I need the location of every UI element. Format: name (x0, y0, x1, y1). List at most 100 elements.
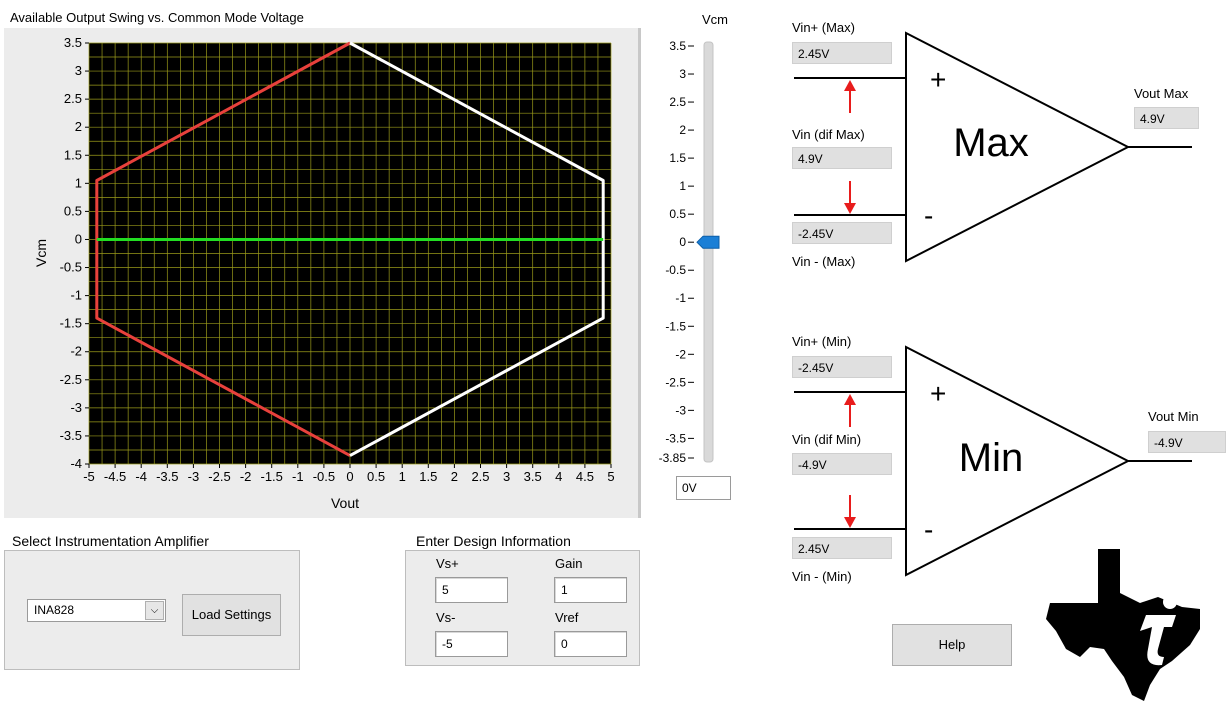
vs-minus-input[interactable]: -5 (435, 631, 508, 657)
vcm-display: 0V (676, 476, 731, 500)
slider-tick-label: 0 (679, 235, 686, 249)
y-tick-label: -3.5 (60, 428, 82, 443)
max-vin-minus-value: -2.45V (792, 222, 892, 244)
x-tick-label: 4.5 (576, 469, 594, 484)
max-down-arrow-icon (844, 181, 856, 214)
y-tick-label: 2 (75, 119, 82, 134)
amp-select-value: INA828 (34, 603, 75, 617)
vout-min-value: -4.9V (1148, 431, 1226, 453)
max-minus-sign: - (924, 200, 933, 231)
x-tick-label: 2 (451, 469, 458, 484)
y-tick-label: -3 (70, 400, 82, 415)
min-vin-dif-label: Vin (dif Min) (792, 432, 862, 447)
max-vin-plus-label: Vin+ (Max) (792, 20, 855, 35)
x-tick-label: -2 (240, 469, 252, 484)
slider-tick-label: -1 (675, 291, 686, 305)
help-button[interactable]: Help (892, 624, 1012, 666)
slider-tick-label: -2.5 (665, 375, 686, 389)
slider-tick-label: 2 (679, 123, 686, 137)
x-tick-label: -1 (292, 469, 304, 484)
min-vin-plus-label: Vin+ (Min) (792, 334, 852, 349)
series-line-0 (95, 41, 351, 457)
max-vin-dif-label: Vin (dif Max) (792, 127, 865, 142)
x-tick-label: -4 (135, 469, 147, 484)
y-tick-label: -0.5 (60, 260, 82, 275)
slider-scale: 3.532.521.510.50-0.5-1-1.5-2-2.5-3-3.5-3… (659, 39, 694, 465)
vref-input[interactable]: 0 (554, 631, 627, 657)
x-tick-label: -0.5 (313, 469, 335, 484)
chevron-down-icon[interactable]: ⌵ (145, 601, 164, 620)
slider-track[interactable] (703, 41, 714, 463)
amp-select[interactable]: INA828 ⌵ (27, 599, 166, 622)
min-amp-name: Min (959, 436, 1023, 480)
ti-logo-icon (1046, 549, 1200, 701)
y-tick-label: 3.5 (64, 35, 82, 50)
y-tick-label: 3 (75, 63, 82, 78)
min-vin-minus-label: Vin - (Min) (792, 569, 852, 584)
y-tick-label: 1 (75, 175, 82, 190)
slider-tick-label: -3 (675, 403, 686, 417)
vout-min-label: Vout Min (1148, 409, 1199, 424)
x-tick-label: -3.5 (156, 469, 178, 484)
min-vin-plus-value: -2.45V (792, 356, 892, 378)
slider-tick-label: 3 (679, 67, 686, 81)
plot-grid (88, 42, 612, 465)
slider-tick-label: -0.5 (665, 263, 686, 277)
slider-thumb-shape (696, 235, 720, 249)
y-tick-label: 1.5 (64, 147, 82, 162)
max-vin-plus-value: 2.45V (792, 42, 892, 64)
slider-title: Vcm (702, 12, 728, 27)
x-axis-label: Vout (331, 495, 359, 511)
x-tick-label: 5 (607, 469, 614, 484)
vs-plus-label: Vs+ (436, 556, 459, 571)
x-tick-label: 1 (399, 469, 406, 484)
x-tick-label: -4.5 (104, 469, 126, 484)
slider-tick-label: -3.85 (659, 451, 687, 465)
x-tick-label: -5 (83, 469, 95, 484)
slider-tick-label: -2 (675, 347, 686, 361)
load-settings-button[interactable]: Load Settings (182, 594, 281, 636)
min-vin-dif-value: -4.9V (792, 453, 892, 475)
slider-tick-label: 0.5 (669, 207, 686, 221)
min-minus-sign: - (924, 514, 933, 545)
slider-tick-label: -3.5 (665, 431, 686, 445)
vcm-slider[interactable]: 3.532.521.510.50-0.5-1-1.5-2-2.5-3-3.5-3… (640, 30, 750, 480)
min-plus-sign: + (930, 378, 946, 409)
max-plus-sign: + (930, 64, 946, 95)
vs-minus-label: Vs- (436, 610, 456, 625)
slider-tick-label: -1.5 (665, 319, 686, 333)
y-tick-label: -4 (70, 456, 82, 471)
vref-label: Vref (555, 610, 579, 625)
max-vin-minus-label: Vin - (Max) (792, 254, 856, 269)
x-tick-label: 3.5 (524, 469, 542, 484)
vout-max-label: Vout Max (1134, 86, 1189, 101)
x-tick-label: 0 (346, 469, 353, 484)
min-vin-minus-value: 2.45V (792, 537, 892, 559)
select-amp-title: Select Instrumentation Amplifier (12, 533, 209, 549)
x-tick-label: -2.5 (208, 469, 230, 484)
y-tick-label: 0.5 (64, 203, 82, 218)
slider-thumb[interactable] (696, 235, 720, 249)
vs-plus-input[interactable]: 5 (435, 577, 508, 603)
gain-label: Gain (555, 556, 583, 571)
y-tick-label: -1.5 (60, 316, 82, 331)
y-axis-label: Vcm (33, 239, 49, 267)
y-tick-label: 0 (75, 231, 82, 246)
min-amp-triangle (905, 345, 1131, 577)
y-tick-label: -2.5 (60, 372, 82, 387)
min-up-arrow-icon (844, 394, 856, 427)
x-tick-label: 2.5 (471, 469, 489, 484)
x-tick-label: 4 (555, 469, 562, 484)
y-tick-label: -1 (70, 288, 82, 303)
gain-input[interactable]: 1 (554, 577, 627, 603)
slider-tick-label: 1 (679, 179, 686, 193)
x-tick-label: 1.5 (419, 469, 437, 484)
y-tick-label: -2 (70, 344, 82, 359)
x-tick-label: -1.5 (260, 469, 282, 484)
max-amp-triangle (905, 31, 1131, 263)
amplifier-diagrams: + - Max + - Min (794, 31, 1192, 577)
slider-tick-label: 1.5 (669, 151, 686, 165)
plot-series (95, 41, 605, 457)
y-tick-label: 2.5 (64, 91, 82, 106)
